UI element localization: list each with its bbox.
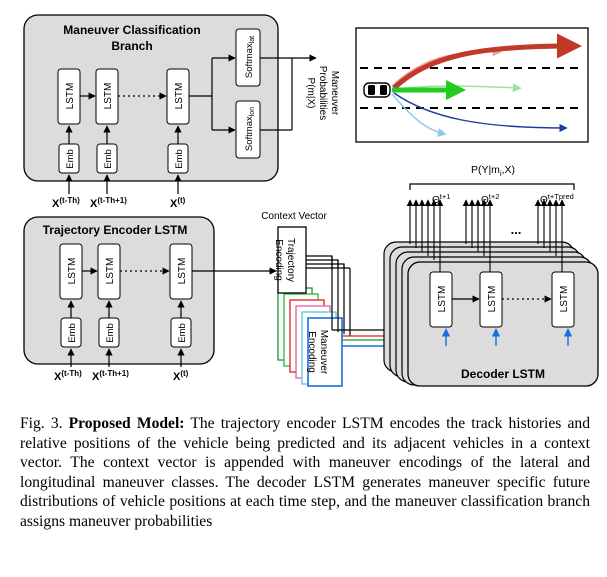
maneuver-encoding-box	[307, 317, 343, 387]
encoder-lstm-2-label: LSTM	[105, 258, 116, 285]
car-icon	[363, 82, 391, 98]
encoder-emb-3-label: Emb	[177, 323, 188, 343]
decoder-lstm-3-label: LSTM	[559, 286, 570, 313]
trajectory-left-lane-change	[392, 33, 582, 90]
maneuver-input-label-3: X(t)	[170, 196, 186, 210]
maneuver-input-label-1: X(t-Th)	[52, 196, 80, 210]
maneuver-probabilities-line1: Maneuver	[329, 71, 340, 116]
maneuver-encoding-line1: Maneuver	[318, 330, 329, 375]
maneuver-probabilities-line2: Probabilities	[317, 66, 328, 120]
maneuver-input-label-2: X(t-Th+1)	[90, 196, 127, 210]
trajectory-right-lane-change	[393, 92, 568, 133]
maneuver-lstm-3-label: LSTM	[174, 83, 185, 110]
decoder-output-label-3: Θt+Tpred	[540, 192, 574, 206]
decoder-panel	[407, 261, 599, 387]
trajectory-right-faint	[391, 93, 447, 137]
decoder-lstm-2-label: LSTM	[487, 286, 498, 313]
encoder-emb-1-label: Emb	[67, 323, 78, 343]
maneuver-emb-1-label: Emb	[65, 149, 76, 169]
softmax-lon-label: Softmaxlon	[244, 107, 256, 151]
decoder-output-label-2: Θt+2	[481, 192, 499, 206]
context-vector: Context Vector Maneuver Encoding Traject…	[261, 211, 343, 387]
decoder-lstm-1-label: LSTM	[437, 286, 448, 313]
caption-prefix: Fig. 3.	[20, 415, 69, 432]
decoder-output-label-1: Θt+1	[432, 192, 450, 206]
maneuver-lstm-1-label: LSTM	[65, 83, 76, 110]
maneuver-emb-2-label: Emb	[103, 149, 114, 169]
maneuver-branch-panel	[23, 14, 279, 182]
encoder-lstm-3-label: LSTM	[177, 258, 188, 285]
encoder-emb-2-label: Emb	[105, 323, 116, 343]
encoder-input-label-1: X(t-Th)	[54, 369, 82, 383]
decoder-output-bracket	[409, 183, 575, 190]
encoder-lstm-1-label: LSTM	[67, 258, 78, 285]
maneuver-branch-title: Maneuver Classification	[63, 23, 200, 37]
encoder-input-label-2: X(t-Th+1)	[92, 369, 129, 383]
figure-caption: Fig. 3. Proposed Model: The trajectory e…	[20, 414, 590, 531]
decoder-output-arrows	[406, 199, 566, 272]
decoder-output-distribution-label: P(Y|mi,X)	[471, 164, 515, 178]
caption-title: Proposed Model:	[68, 415, 185, 432]
maneuver-lstm-2-label: LSTM	[103, 83, 114, 110]
context-vector-label: Context Vector	[261, 211, 327, 222]
trajectory-encoder: Trajectory Encoder LSTM LSTM LSTM LSTM E…	[23, 216, 277, 383]
decoder-title: Decoder LSTM	[461, 367, 545, 381]
maneuver-branch-title-line2: Branch	[111, 39, 152, 53]
softmax-lat-label: Softmaxlat	[244, 36, 256, 78]
road-maneuver-illustration	[355, 27, 589, 143]
trajectory-encoding-box	[277, 226, 307, 294]
maneuver-emb-3-label: Emb	[174, 149, 185, 169]
encoder-title: Trajectory Encoder LSTM	[43, 223, 188, 237]
maneuver-probabilities-line3: P(m|X)	[305, 78, 316, 109]
caption-text: The trajectory encoder LSTM encodes the …	[20, 415, 590, 530]
decoder-lstm: ... LSTM LSTM LSTM Decoder LSTM Θt+1 Θt+…	[383, 164, 599, 387]
decoder-lstm-3	[551, 271, 575, 328]
trajectory-encoding-line1: Trajectory	[285, 238, 296, 282]
encoder-input-label-3: X(t)	[173, 369, 189, 383]
model-diagram: Maneuver Classification Branch LSTM LSTM…	[23, 14, 599, 387]
maneuver-encoding-line2: Encoding	[306, 331, 317, 373]
maneuver-probabilities-label: Maneuver Probabilities P(m|X)	[305, 66, 340, 120]
decoder-ellipsis: ...	[511, 222, 522, 237]
maneuver-classification-branch: Maneuver Classification Branch LSTM LSTM…	[23, 14, 317, 210]
trajectory-encoding-line2: Encoding	[273, 239, 284, 281]
